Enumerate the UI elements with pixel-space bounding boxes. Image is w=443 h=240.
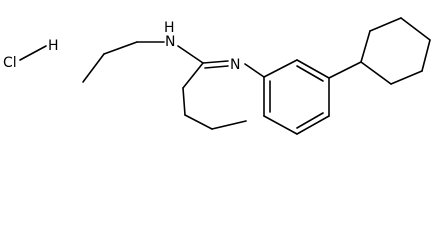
benzene-inner-bond-1 bbox=[296, 65, 324, 82]
ring-bond-c4-c5 bbox=[184, 114, 213, 130]
cyclohexyl-bond-1 bbox=[360, 30, 371, 63]
structure-canvas: Cl H N H N bbox=[3, 17, 431, 135]
ring-bond-c3-c4 bbox=[182, 87, 186, 116]
salt-hydrogen-label: H bbox=[48, 38, 59, 54]
benzene-bond-c7-c6 bbox=[296, 115, 330, 135]
benzene-inner-bond-2 bbox=[296, 112, 324, 129]
propyl-bond-2 bbox=[103, 41, 138, 55]
cyclohexyl-bond-2 bbox=[369, 17, 402, 32]
amine-hydrogen-label: H bbox=[164, 20, 175, 36]
imine-double-bond-outer bbox=[202, 60, 229, 64]
chlorine-label: Cl bbox=[3, 55, 17, 71]
amine-c2-bond bbox=[177, 45, 204, 64]
ring-bond-c5-c5a bbox=[211, 120, 247, 130]
hcl-bond bbox=[19, 45, 47, 61]
cyclohexyl-bond-4 bbox=[421, 39, 431, 72]
imine-nitrogen-label: N bbox=[230, 57, 240, 73]
benzene-bond-c9-c8 bbox=[296, 59, 330, 79]
imine-double-bond-inner bbox=[204, 65, 229, 69]
benzene-bond-c6-c5a bbox=[263, 115, 298, 135]
propyl-bond-1 bbox=[82, 53, 105, 83]
benzene-bond-c9a-c9 bbox=[263, 59, 298, 78]
cyclohexyl-bond-6 bbox=[360, 61, 392, 85]
ring-bond-c2-c3 bbox=[182, 62, 204, 89]
amine-nitrogen-label: N bbox=[165, 34, 175, 50]
cyclohexyl-bond-3 bbox=[400, 17, 431, 41]
molecule-drawing: Cl H N H N bbox=[3, 17, 431, 135]
cyclohexyl-bond-5 bbox=[390, 70, 423, 85]
aryl-cyclohexyl-bond bbox=[328, 61, 362, 79]
ring-bond-n1-c9a bbox=[244, 63, 265, 78]
